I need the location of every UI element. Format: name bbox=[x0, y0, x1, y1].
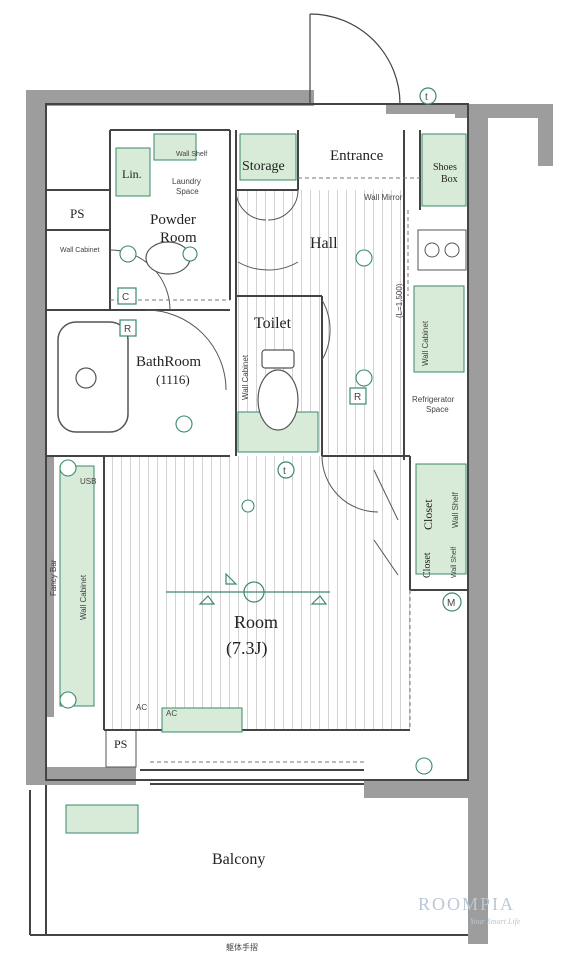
note-wall-cabinet-room: Wall Cabinet bbox=[79, 574, 88, 620]
label-fridge-1: Refrigerator bbox=[412, 395, 455, 404]
label-ps-top: PS bbox=[70, 206, 84, 221]
svg-text:M: M bbox=[447, 598, 455, 609]
label-entrance: Entrance bbox=[330, 148, 384, 164]
label-toilet: Toilet bbox=[254, 315, 292, 332]
svg-text:C: C bbox=[122, 292, 129, 303]
label-laundry-1: Laundry bbox=[172, 177, 201, 186]
label-storage: Storage bbox=[242, 159, 285, 174]
r-symbol-hall: R bbox=[349, 387, 367, 405]
note-ac-1: AC bbox=[136, 703, 147, 712]
note-balcony-rail: 躯体手摺 bbox=[226, 942, 258, 952]
ceiling-light-icon bbox=[166, 572, 330, 605]
watermark-brand: ROOMPIA bbox=[418, 894, 515, 914]
room-floor bbox=[104, 456, 410, 730]
svg-text:R: R bbox=[354, 392, 361, 403]
label-shoes-box-2: Box bbox=[441, 174, 458, 185]
dashed-guides bbox=[110, 177, 420, 763]
toilet-fixture bbox=[257, 349, 299, 431]
note-usb: USB bbox=[80, 477, 96, 486]
label-bathroom-1: BathRoom bbox=[136, 354, 201, 370]
note-wall-shelf-3: Wall Shelf bbox=[451, 547, 458, 578]
label-powder-room-1: Powder bbox=[150, 212, 196, 228]
label-fridge-2: Space bbox=[426, 405, 449, 414]
bath-drain-icon bbox=[75, 367, 97, 389]
label-hall: Hall bbox=[310, 235, 338, 252]
stove-icon bbox=[417, 229, 467, 271]
note-wall-shelf-1: Wall Shelf bbox=[176, 151, 207, 158]
svg-text:R: R bbox=[124, 324, 131, 335]
note-wall-cabinet-powder: Wall Cabinet bbox=[60, 247, 99, 254]
structural-walls bbox=[26, 90, 553, 944]
interior-walls bbox=[29, 103, 469, 936]
green-fixtures bbox=[59, 133, 467, 834]
outlet-icons bbox=[59, 245, 433, 775]
label-powder-room-2: Room bbox=[160, 230, 197, 246]
tel-outlet-icon: t bbox=[419, 87, 437, 105]
tel-label-2: t bbox=[283, 466, 286, 477]
note-ac-2: AC bbox=[166, 709, 177, 718]
note-wall-mirror: Wall Mirror bbox=[364, 193, 403, 202]
tel-outlet-icon-2: t bbox=[277, 461, 295, 479]
note-hall-dim: (L=1,500) bbox=[395, 283, 404, 318]
powder-sink bbox=[145, 241, 191, 275]
entry-door bbox=[309, 13, 401, 105]
label-bathroom-2: (1116) bbox=[156, 372, 190, 387]
note-fancy-bar: Fancy Bar bbox=[49, 559, 58, 596]
label-room-2: (7.3J) bbox=[226, 638, 268, 659]
note-wall-shelf-2: Wall Shelf bbox=[451, 492, 460, 528]
r-symbol-bath: R bbox=[119, 319, 137, 337]
tel-label-1: t bbox=[425, 92, 428, 103]
label-room-1: Room bbox=[234, 612, 278, 632]
label-closet-1: Closet bbox=[421, 499, 435, 530]
label-ps-bottom: PS bbox=[114, 737, 127, 751]
label-balcony: Balcony bbox=[212, 851, 265, 868]
note-wall-cabinet-kitchen: Wall Cabinet bbox=[421, 320, 430, 366]
note-wall-cabinet-toilet: Wall Cabinet bbox=[241, 354, 250, 400]
bathtub bbox=[57, 321, 129, 433]
meter-icon: M bbox=[442, 592, 462, 612]
label-closet-2: Closet bbox=[422, 552, 433, 578]
watermark-tagline: Your Smart Life bbox=[470, 917, 521, 926]
label-shoes-box-1: Shoes bbox=[433, 162, 457, 173]
label-laundry-2: Space bbox=[176, 187, 199, 196]
c-symbol-powder: C bbox=[117, 287, 137, 305]
label-lin: Lin. bbox=[122, 167, 142, 181]
